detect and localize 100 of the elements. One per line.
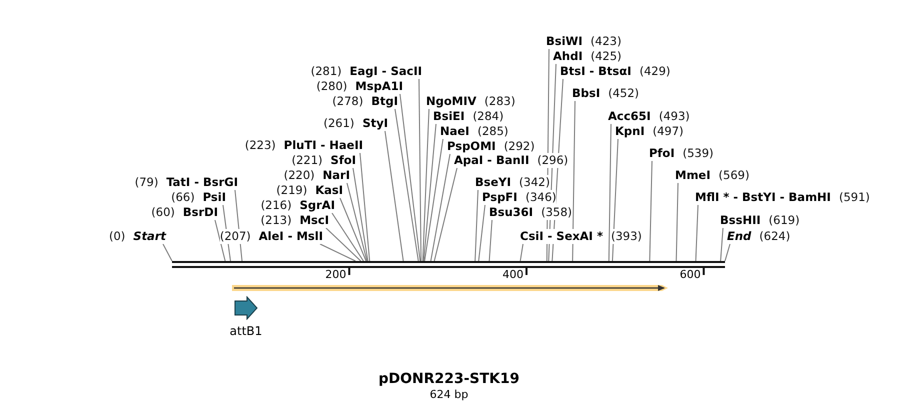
enzyme-site-label — [520, 229, 642, 244]
enzyme-name: ApaI - BanII — [454, 153, 530, 168]
leader-line — [608, 124, 612, 262]
enzyme-site-label — [675, 168, 750, 183]
enzyme-name: End — [727, 229, 752, 244]
enzyme-site-label — [440, 124, 508, 139]
site-position: (425) — [590, 49, 622, 64]
enzyme-site-label — [310, 64, 422, 79]
enzyme-name: KasI — [315, 183, 343, 198]
diagram-title: pDONR223-STK19 — [378, 371, 520, 387]
site-position: (261) — [324, 116, 354, 131]
enzyme-name: BtgI — [371, 94, 398, 109]
site-position: (624) — [759, 229, 790, 244]
leader-line — [724, 244, 730, 262]
diagram-caption: 624 bp — [430, 388, 468, 401]
site-position: (220) — [284, 168, 315, 183]
site-position: (296) — [537, 153, 568, 168]
leader-line — [474, 190, 478, 262]
site-position: (216) — [260, 198, 292, 213]
enzyme-site-label — [489, 205, 572, 220]
leader-line — [222, 204, 231, 262]
enzyme-name: SfoI — [330, 153, 356, 168]
leader-line — [352, 168, 368, 262]
enzyme-name: PspOMI — [447, 139, 496, 154]
leader-line — [422, 108, 430, 262]
site-position: (539) — [682, 146, 714, 161]
enzyme-site-label — [151, 205, 218, 220]
site-position: (207) — [220, 229, 251, 244]
leader-line — [424, 138, 444, 262]
enzyme-name: NgoMIV — [426, 94, 476, 109]
enzyme-site-label — [171, 190, 226, 205]
site-position: (452) — [608, 86, 640, 101]
enzyme-site-label — [260, 198, 335, 213]
site-position: (283) — [484, 94, 516, 109]
leader-line — [430, 154, 450, 262]
leader-line — [332, 212, 364, 262]
enzyme-site-label — [608, 109, 690, 124]
site-position: (569) — [718, 168, 750, 183]
enzyme-site-label — [482, 190, 556, 205]
enzyme-site-label — [649, 146, 714, 161]
enzyme-site-label — [695, 190, 870, 205]
feature-label: attB1 — [230, 324, 262, 338]
leader-line — [340, 198, 367, 262]
leader-line — [346, 182, 368, 262]
enzyme-name: PsiI — [202, 190, 226, 205]
enzyme-site-label — [260, 213, 329, 228]
site-position: (221) — [292, 153, 323, 168]
site-position: (619) — [768, 213, 800, 228]
enzyme-site-label — [332, 94, 398, 109]
leader-line — [234, 190, 242, 262]
site-position: (0) — [108, 229, 126, 244]
sequence-backbone — [172, 261, 725, 268]
site-position: (60) — [151, 205, 175, 220]
enzyme-name: CsiI - SexAI * — [520, 229, 603, 244]
leader-line — [612, 138, 618, 262]
enzyme-site-label — [316, 79, 403, 94]
enzyme-site-label — [108, 229, 166, 244]
leader-line — [695, 204, 698, 262]
enzyme-name: AleI - MslI — [258, 229, 323, 244]
leader-line — [478, 204, 486, 262]
enzyme-name: StyI — [362, 116, 388, 131]
leader-line — [423, 124, 436, 262]
leader-line — [326, 228, 362, 262]
enzyme-site-label — [727, 229, 790, 244]
enzyme-site-label — [560, 64, 670, 79]
site-position: (223) — [244, 138, 276, 153]
leader-line — [384, 130, 404, 262]
enzyme-site-label — [426, 94, 516, 109]
leader-line — [649, 160, 652, 262]
enzyme-name: Start — [133, 229, 166, 244]
enzyme-name: PspFI — [482, 190, 518, 205]
enzyme-name: SgrAI — [300, 198, 335, 213]
enzyme-site-label — [244, 138, 363, 153]
leader-line — [572, 100, 576, 262]
enzyme-name: BsrDI — [182, 205, 218, 220]
enzyme-site-label — [324, 116, 388, 131]
site-position: (358) — [541, 205, 572, 220]
site-position: (292) — [504, 139, 535, 154]
site-position: (285) — [477, 124, 508, 139]
site-position: (591) — [838, 190, 870, 205]
tick-label: 600 — [680, 267, 701, 282]
enzyme-site-label — [546, 34, 622, 49]
enzyme-site-label — [454, 153, 568, 168]
enzyme-name: KpnI — [615, 124, 645, 139]
site-position: (219) — [276, 183, 308, 198]
leader-line — [162, 244, 172, 262]
site-position: (278) — [332, 94, 364, 109]
tick-label: 400 — [502, 267, 524, 282]
site-position: (429) — [639, 64, 670, 79]
enzyme-site-label — [572, 86, 640, 101]
enzyme-site-label — [276, 183, 343, 198]
enzyme-site-label — [433, 109, 504, 124]
leader-line — [214, 220, 226, 262]
leader-line — [320, 244, 356, 262]
site-position: (213) — [260, 213, 292, 228]
leader-line — [548, 64, 556, 262]
site-position: (281) — [310, 64, 342, 79]
site-position: (423) — [590, 34, 622, 49]
site-position: (342) — [519, 175, 550, 190]
enzyme-name: EagI - SacII — [350, 64, 422, 79]
